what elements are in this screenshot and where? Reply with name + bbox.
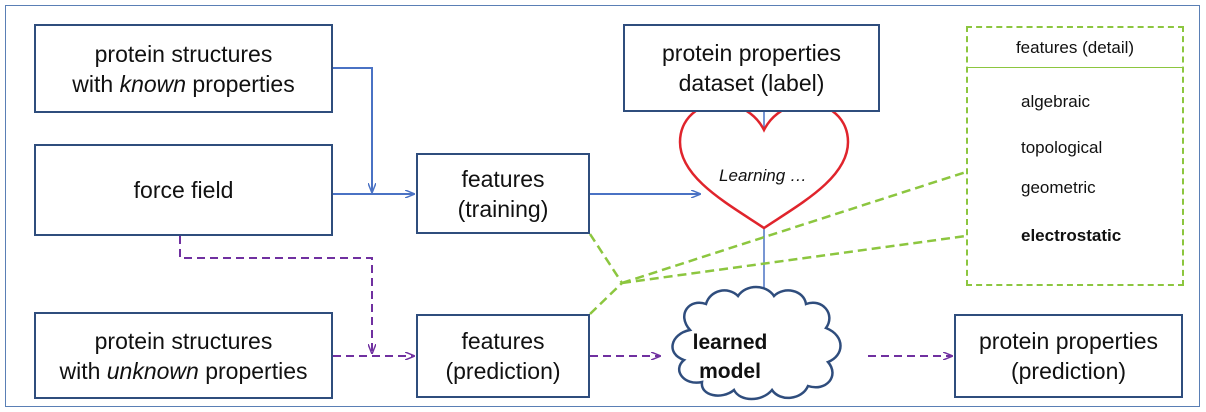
learning-label: Learning …	[719, 166, 807, 185]
features-training-box: features (training)	[416, 153, 590, 234]
force-field-box: force field	[34, 144, 333, 236]
learning-heart-shape	[678, 102, 850, 230]
features-detail-title: features (detail)	[968, 28, 1182, 68]
arrow-known-to-junction	[333, 67, 372, 192]
unknown-structures-box: protein structures with unknown properti…	[34, 312, 333, 399]
detail-item-algebraic: algebraic	[1021, 92, 1090, 111]
unknown-line2-prefix: with	[59, 357, 107, 384]
learned-model-label: learned model	[668, 328, 792, 386]
detail-link-upper	[621, 170, 967, 285]
features-prediction-box: features (prediction)	[416, 314, 590, 398]
unknown-line1: protein structures	[94, 327, 273, 354]
unknown-line2-suffix: properties	[198, 357, 308, 384]
detail-item-topological: topological	[1021, 138, 1103, 157]
dataset-line1: protein properties	[662, 40, 841, 66]
detail-link-training	[588, 233, 624, 284]
detail-item-geometric: geometric	[1021, 178, 1096, 197]
unknown-line2: with unknown properties	[59, 356, 307, 386]
features-prediction-line1: features	[461, 328, 545, 354]
learned-model-line2: model	[699, 360, 761, 383]
arrow-forcefield-to-prediction	[179, 236, 372, 353]
features-prediction-line2: (prediction)	[445, 358, 561, 384]
unknown-emphasis: unknown	[106, 357, 199, 384]
known-emphasis: known	[119, 70, 187, 97]
features-training-line1: features	[461, 165, 545, 192]
known-line2-suffix: properties	[186, 70, 295, 97]
detail-link-prediction	[589, 282, 623, 315]
learned-model-line1: learned	[692, 331, 768, 354]
detail-link-lower	[621, 234, 967, 285]
diagram-frame	[5, 5, 1200, 407]
properties-prediction-line1: protein properties	[979, 328, 1158, 354]
features-training-line2: (training)	[457, 195, 549, 222]
dataset-line2: dataset (label)	[678, 70, 825, 96]
properties-prediction-box: protein properties (prediction)	[954, 314, 1183, 398]
detail-item-electrostatic: electrostatic	[1021, 226, 1122, 245]
dataset-box: protein properties dataset (label)	[623, 24, 880, 112]
known-line1: protein structures	[94, 40, 273, 67]
known-structures-box: protein structures with known properties	[34, 24, 333, 113]
force-field-label: force field	[133, 177, 234, 203]
learned-model-cloud-shape	[671, 285, 842, 401]
features-detail-panel: features (detail) algebraic topological …	[966, 26, 1184, 286]
known-line2-prefix: with	[72, 70, 120, 97]
properties-prediction-line2: (prediction)	[1010, 358, 1127, 384]
known-line2: with known properties	[72, 69, 294, 99]
